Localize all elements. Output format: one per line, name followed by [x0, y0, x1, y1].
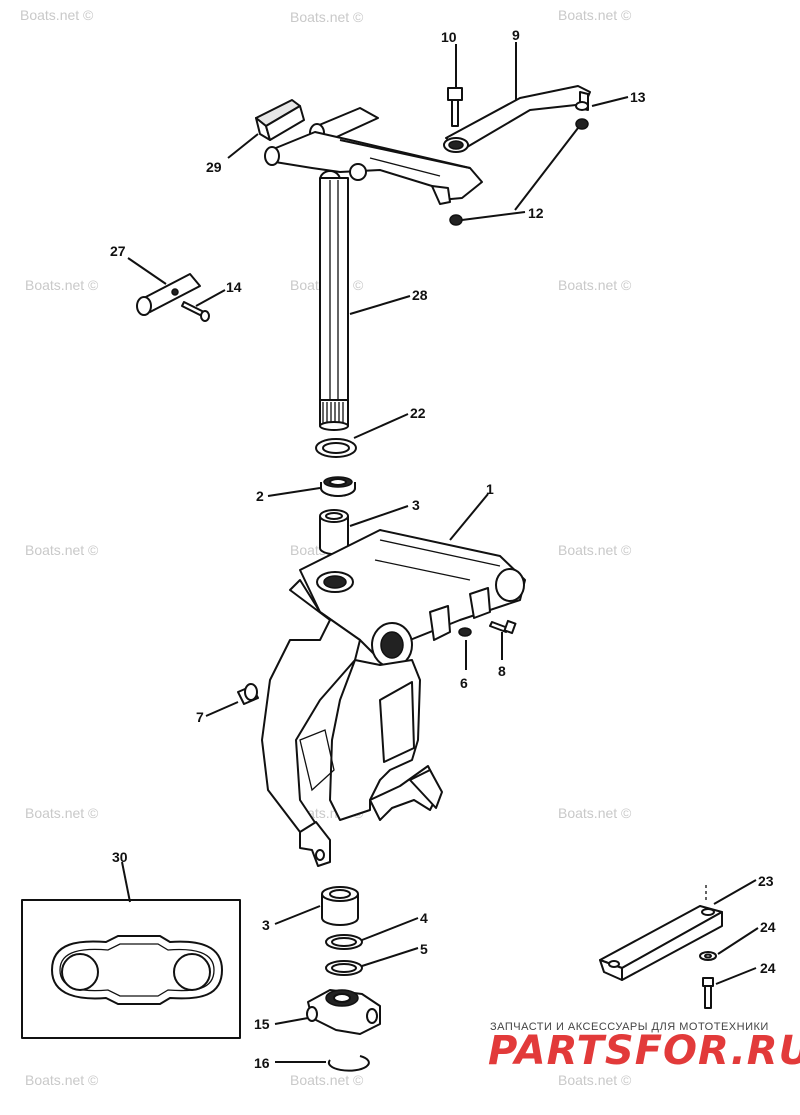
part-16-ring	[315, 438, 357, 458]
watermark: Boats.net ©	[558, 7, 632, 23]
watermark: Boats.net ©	[25, 1072, 99, 1088]
part-23-bolt	[702, 977, 714, 1009]
brand-tagline: ЗАПЧАСТИ И АКСЕССУАРЫ ДЛЯ МОТОТЕХНИКИ	[490, 1021, 769, 1033]
part-12-washer	[575, 101, 589, 111]
watermark: Boats.net ©	[25, 805, 99, 821]
callout-8: 8	[498, 663, 506, 679]
callout-6: 6	[460, 675, 468, 691]
callout-1: 1	[486, 481, 494, 497]
part-30-gasket	[21, 899, 241, 1039]
part-13-screw	[181, 301, 210, 322]
part-5-ring	[325, 960, 363, 976]
watermark: Boats.net ©	[558, 1072, 632, 1088]
callout-16: 22	[410, 405, 426, 421]
callout-4: 4	[420, 910, 428, 926]
part-4-ring	[325, 934, 363, 950]
callout-24: 24	[760, 919, 776, 935]
part-7-bushing	[237, 683, 259, 705]
watermark: Boats.net ©	[290, 1072, 364, 1088]
brand-name: PARTSFOR.RU	[488, 1028, 800, 1074]
part-22-plate	[599, 885, 723, 981]
callout-14: 15	[254, 1016, 270, 1032]
callout-23: 24	[760, 960, 776, 976]
callout-3-lower: 3	[262, 917, 270, 933]
watermark: Boats.net ©	[290, 9, 364, 25]
callout-15: 16	[254, 1055, 270, 1071]
watermark: Boats.net ©	[558, 277, 632, 293]
watermark: Boats.net ©	[25, 542, 99, 558]
part-3-bushing-lower	[321, 886, 359, 926]
part-28-steering-tube	[319, 177, 349, 431]
callout-30: 30	[112, 849, 128, 865]
callout-10: 10	[441, 29, 457, 45]
part-1-swivel-bracket	[261, 529, 526, 867]
callout-5: 5	[420, 941, 428, 957]
callout-2: 2	[256, 488, 264, 504]
callout-9: 9	[512, 27, 520, 43]
callout-12: 13	[630, 89, 646, 105]
part-24-washer	[699, 951, 717, 961]
callout-numbers: 10 9 13 12 29 27 14 28 22 2 3 1 6 8 7 30…	[110, 27, 776, 1071]
part-11-nuts	[449, 118, 589, 226]
watermark: Boats.net ©	[20, 7, 94, 23]
part-9-link-arm	[443, 85, 591, 153]
callout-29: 29	[206, 159, 222, 175]
callout-28: 28	[412, 287, 428, 303]
part-15-snap-ring	[327, 1055, 370, 1072]
part-10-bolt	[447, 87, 463, 127]
watermark: Boats.net ©	[558, 805, 632, 821]
part-8-bolt	[489, 619, 517, 635]
leader-lines	[121, 42, 759, 1063]
part-27-pin	[136, 273, 201, 316]
watermark: Boats.net ©	[25, 277, 99, 293]
part-14-yoke	[306, 989, 381, 1035]
callout-3-upper: 3	[412, 497, 420, 513]
callout-22: 23	[758, 873, 774, 889]
part-6-nut	[458, 627, 472, 637]
callout-7: 7	[196, 709, 204, 725]
watermark: Boats.net ©	[558, 542, 632, 558]
part-2-bearing	[320, 476, 356, 497]
brand-logo: ЗАПЧАСТИ И АКСЕССУАРЫ ДЛЯ МОТОТЕХНИКИ PA…	[488, 1021, 800, 1074]
callout-11: 12	[528, 205, 544, 221]
callout-27: 27	[110, 243, 126, 259]
part-29-clip	[255, 99, 305, 141]
callout-13: 14	[226, 279, 242, 295]
